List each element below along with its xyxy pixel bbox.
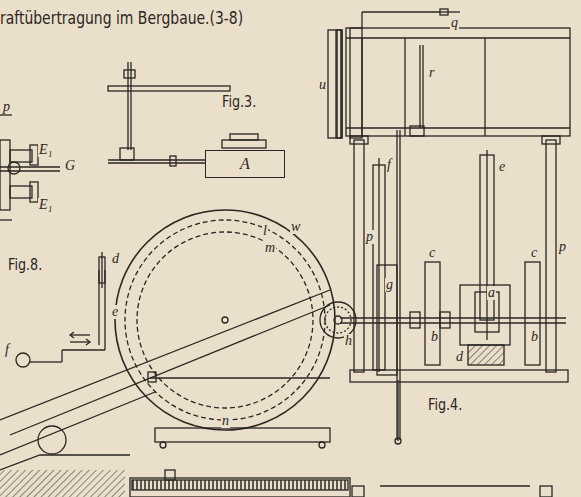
part-letter: u — [318, 78, 327, 92]
part-letter: c — [530, 246, 538, 260]
part-letter: q — [450, 16, 459, 30]
figure-title: raftübertragung im Bergbaue.(3-8) — [0, 10, 243, 27]
part-letter: w — [290, 220, 301, 234]
part-letter: A — [239, 156, 251, 172]
figure-label: Fig.3. — [222, 95, 256, 110]
part-letter: g — [385, 278, 394, 292]
part-letter: d — [111, 252, 120, 266]
part-letter: e — [498, 160, 506, 174]
part-letter: c — [428, 246, 436, 260]
part-letter: f — [386, 158, 392, 172]
machine-box: A — [205, 150, 285, 178]
part-letter: b — [430, 330, 439, 344]
part-letter: d — [455, 350, 464, 364]
part-letter: p — [2, 100, 11, 114]
part-letter: b — [530, 330, 539, 344]
part-letter: h — [344, 334, 353, 348]
part-letter: m — [264, 241, 276, 255]
figure-label: Fig.8. — [8, 258, 42, 273]
part-letter: E₁ — [38, 143, 53, 157]
part-letter: r — [428, 66, 435, 80]
part-letter: f — [4, 343, 10, 357]
part-letter: a — [487, 286, 496, 300]
figure-label: Fig.4. — [428, 398, 462, 413]
part-letter: l — [262, 224, 268, 238]
part-letter: E₁ — [38, 198, 53, 212]
part-letter: p — [365, 230, 374, 244]
part-letter: p — [558, 240, 567, 254]
part-letter: n — [221, 414, 230, 428]
part-letter: G — [64, 159, 76, 173]
part-letter: e — [111, 305, 119, 319]
